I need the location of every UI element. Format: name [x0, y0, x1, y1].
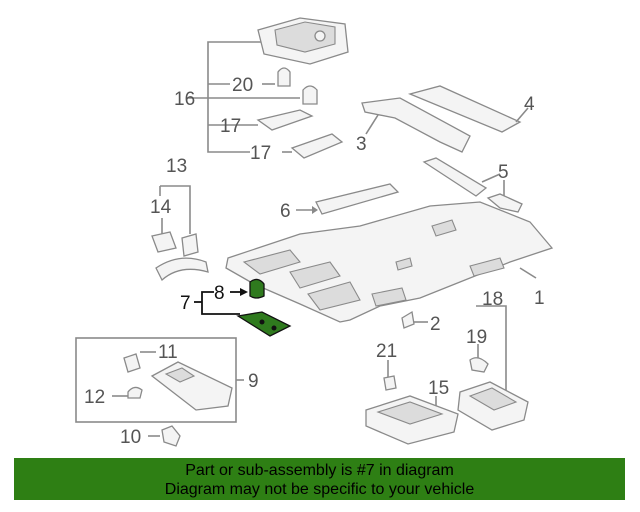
overhead-console-part — [257, 17, 349, 65]
clip-2 — [401, 310, 428, 329]
rail-5 — [422, 157, 523, 213]
callout-20: 20 — [232, 75, 253, 96]
clip-16-part — [302, 85, 318, 105]
grab-handle-13 — [151, 185, 209, 282]
highlight-group-7 — [194, 278, 292, 337]
callout-17b: 17 — [250, 143, 271, 164]
callout-6: 6 — [280, 201, 291, 222]
callout-15: 15 — [428, 378, 449, 399]
parts-diagram: 1 2 3 4 5 6 7 8 9 10 11 12 13 14 15 16 1… — [75, 17, 554, 448]
roof-panels — [361, 85, 529, 153]
clip-20-part — [277, 67, 291, 87]
callout-11: 11 — [158, 342, 178, 363]
callout-12: 12 — [84, 387, 105, 408]
callout-7: 7 — [180, 293, 191, 314]
banner-line-1: Part or sub-assembly is #7 in diagram — [185, 462, 454, 479]
sun-visor-group-9 — [75, 337, 244, 423]
callout-21: 21 — [376, 341, 397, 362]
callout-labels: 1 2 3 4 5 6 7 8 9 10 11 12 13 14 15 16 1… — [84, 75, 545, 448]
callout-3: 3 — [356, 134, 367, 155]
lens-17a-part — [256, 109, 314, 131]
clip-10 — [148, 425, 181, 447]
lamp-15 — [365, 360, 459, 445]
callout-13: 13 — [166, 156, 187, 177]
headliner-1 — [225, 201, 554, 323]
callout-17a: 17 — [220, 116, 241, 137]
callout-1: 1 — [534, 288, 545, 309]
callout-8: 8 — [214, 283, 225, 304]
sub-assembly-7-part — [236, 311, 292, 337]
info-banner: Part or sub-assembly is #7 in diagram Di… — [14, 458, 625, 500]
pad-6 — [296, 183, 400, 215]
panel-4-part — [407, 85, 522, 133]
callout-2: 2 — [430, 314, 441, 335]
clip-8-part — [249, 278, 265, 299]
panel-3-part — [361, 97, 471, 153]
group-16 — [186, 17, 349, 159]
callout-16: 16 — [174, 89, 195, 110]
callout-14: 14 — [150, 197, 172, 218]
callout-9: 9 — [248, 371, 259, 392]
callout-19: 19 — [466, 327, 487, 348]
callout-5: 5 — [498, 162, 509, 183]
lens-17b-part — [290, 133, 344, 159]
callout-10: 10 — [120, 427, 141, 448]
callout-18: 18 — [482, 289, 503, 310]
lamp-18 — [457, 305, 529, 431]
banner-line-2: Diagram may not be specific to your vehi… — [164, 481, 475, 498]
callout-4: 4 — [524, 94, 535, 115]
